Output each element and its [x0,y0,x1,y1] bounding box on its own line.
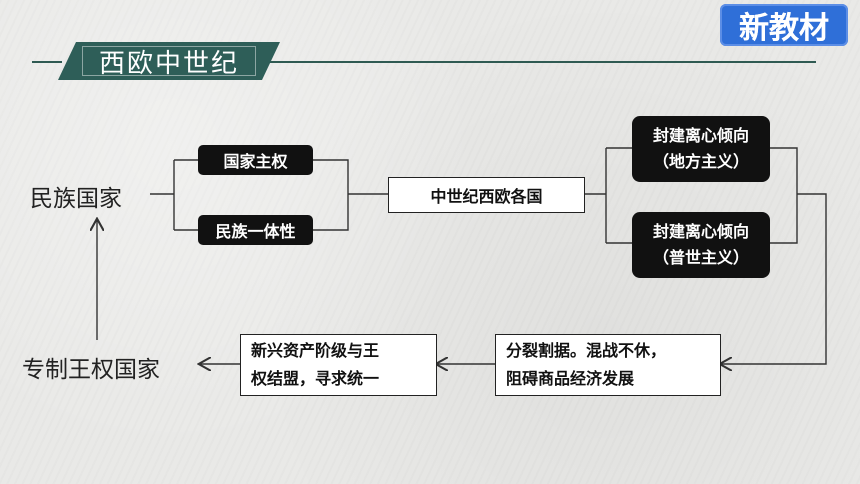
feudal-universalism-line2: （普世主义） [652,248,749,267]
feudal-localism-line2: （地方主义） [652,152,749,171]
header-tab-shape [58,42,280,80]
node-national-state: 民族国家 [30,186,122,212]
new-textbook-badge: 新教材 [720,4,848,46]
division-line2: 阻碍商品经济发展 [506,369,635,388]
header-rule-left [32,61,62,63]
node-medieval-europe: 中世纪西欧各国 [388,177,585,213]
feudal-localism-line1: 封建离心倾向 [652,126,749,145]
bourgeoisie-line1: 新兴资产阶级与王 [251,341,380,360]
division-line1: 分裂割据。混战不休， [506,341,667,360]
bourgeoisie-line2: 权结盟，寻求统一 [251,369,380,388]
node-division: 分裂割据。混战不休， 阻碍商品经济发展 [495,334,721,396]
section-title: 西欧中世纪 [98,48,239,79]
node-feudal-localism: 封建离心倾向 （地方主义） [632,116,770,182]
feudal-universalism-line1: 封建离心倾向 [652,222,749,241]
node-national-unity: 民族一体性 [198,215,313,245]
node-absolute-monarchy: 专制王权国家 [22,357,160,383]
node-bourgeoisie: 新兴资产阶级与王 权结盟，寻求统一 [240,334,437,396]
header-rule-right [268,61,816,63]
header-tab-border [82,46,256,76]
section-header: 西欧中世纪 [58,42,280,80]
node-sovereignty: 国家主权 [198,145,313,175]
node-feudal-universalism: 封建离心倾向 （普世主义） [632,212,770,278]
